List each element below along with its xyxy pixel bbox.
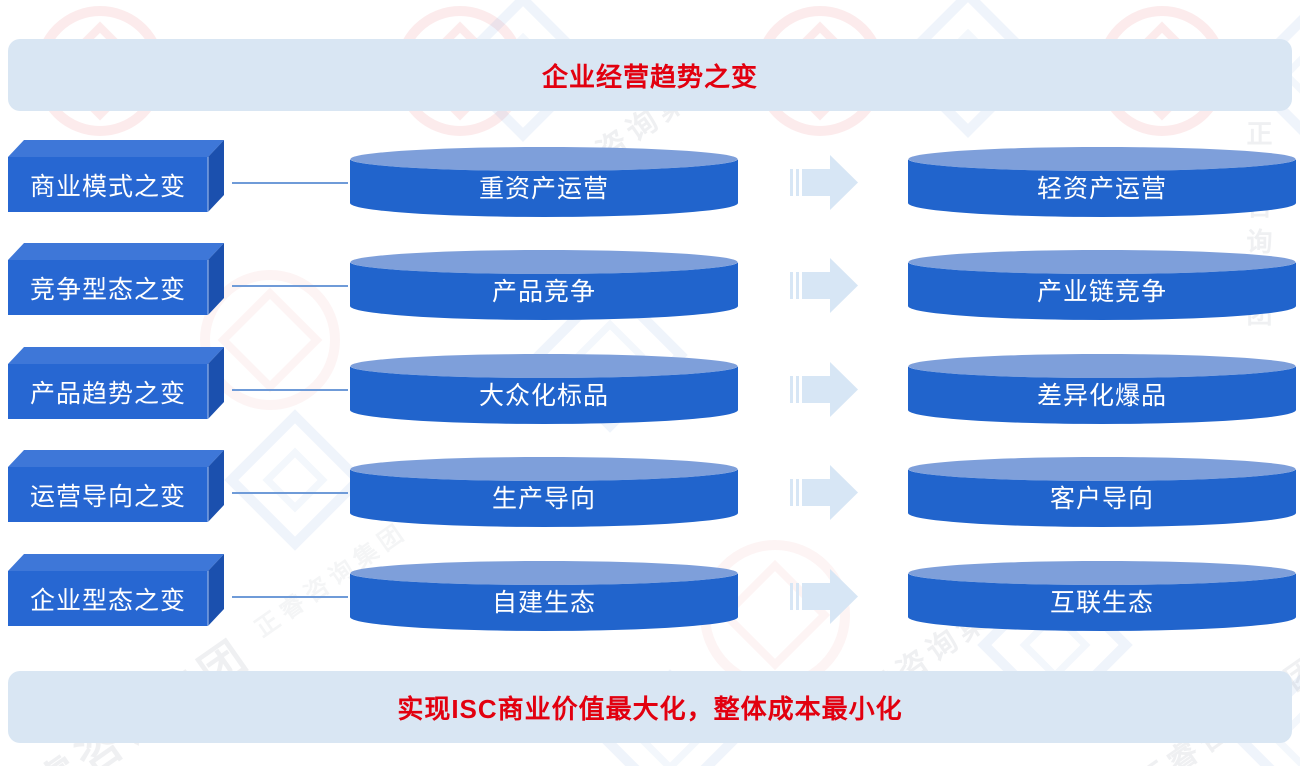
header-banner: 企业经营趋势之变 (8, 39, 1292, 111)
connector-line (232, 182, 348, 184)
from-cylinder-label: 重资产运营 (478, 175, 609, 203)
cylinder-shape (350, 147, 738, 217)
change-box-label: 运营导向之变 (29, 482, 186, 511)
change-box-label: 产品趋势之变 (29, 379, 186, 408)
footer-title: 实现ISC商业价值最大化，整体成本最小化 (397, 693, 903, 724)
from-cylinder-label: 产品竞争 (491, 278, 596, 306)
to-cylinder: 差异化爆品 (908, 354, 1296, 426)
from-cylinder: 自建生态 (350, 561, 738, 633)
cylinder-shape (908, 561, 1296, 631)
cylinder-shape (908, 354, 1296, 424)
connector-line (232, 285, 348, 287)
change-box: 企业型态之变 (8, 554, 224, 626)
cylinder-shape (350, 354, 738, 424)
page-title: 企业经营趋势之变 (541, 61, 758, 92)
box-3d-shape (8, 140, 224, 212)
box-3d-shape (8, 243, 224, 315)
to-cylinder: 轻资产运营 (908, 147, 1296, 219)
to-cylinder: 客户导向 (908, 457, 1296, 529)
to-cylinder-label: 产业链竞争 (1036, 278, 1167, 306)
cylinder-shape (350, 457, 738, 527)
arrow-right-icon (790, 258, 858, 313)
cylinder-shape (908, 457, 1296, 527)
cylinder-shape (350, 250, 738, 320)
change-box: 竞争型态之变 (8, 243, 224, 315)
trend-row-business-model: 商业模式之变 重资产运营 轻资产运营 (0, 128, 1300, 240)
from-cylinder: 产品竞争 (350, 250, 738, 322)
to-cylinder-label: 互联生态 (1049, 589, 1154, 617)
cylinder-shape (908, 147, 1296, 217)
to-cylinder: 互联生态 (908, 561, 1296, 633)
arrow-right-icon (790, 465, 858, 520)
from-cylinder: 大众化标品 (350, 354, 738, 426)
cylinder-shape (908, 250, 1296, 320)
change-box: 产品趋势之变 (8, 347, 224, 419)
from-cylinder: 生产导向 (350, 457, 738, 529)
change-box-label: 商业模式之变 (29, 172, 186, 201)
arrow-right-icon (790, 362, 858, 417)
change-box: 商业模式之变 (8, 140, 224, 212)
box-3d-shape (8, 347, 224, 419)
from-cylinder-label: 大众化标品 (478, 382, 609, 410)
trend-row-operations: 运营导向之变 生产导向 客户导向 (0, 438, 1300, 550)
connector-line (232, 596, 348, 598)
footer-banner: 实现ISC商业价值最大化，整体成本最小化 (8, 671, 1292, 743)
to-cylinder-label: 轻资产运营 (1036, 175, 1167, 203)
connector-line (232, 492, 348, 494)
change-box-label: 竞争型态之变 (29, 275, 186, 304)
trend-row-enterprise: 企业型态之变 自建生态 互联生态 (0, 542, 1300, 654)
change-box: 运营导向之变 (8, 450, 224, 522)
box-3d-shape (8, 450, 224, 522)
from-cylinder: 重资产运营 (350, 147, 738, 219)
cylinder-shape (350, 561, 738, 631)
to-cylinder-label: 差异化爆品 (1036, 382, 1167, 410)
from-cylinder-label: 自建生态 (491, 589, 596, 617)
arrow-right-icon (790, 155, 858, 210)
to-cylinder-label: 客户导向 (1049, 485, 1154, 513)
box-3d-shape (8, 554, 224, 626)
connector-line (232, 389, 348, 391)
to-cylinder: 产业链竞争 (908, 250, 1296, 322)
trend-row-product: 产品趋势之变 大众化标品 差异化爆品 (0, 335, 1300, 447)
from-cylinder-label: 生产导向 (491, 485, 596, 513)
change-box-label: 企业型态之变 (29, 586, 186, 615)
trend-row-competition: 竞争型态之变 产品竞争 产业链竞争 (0, 231, 1300, 343)
arrow-right-icon (790, 569, 858, 624)
